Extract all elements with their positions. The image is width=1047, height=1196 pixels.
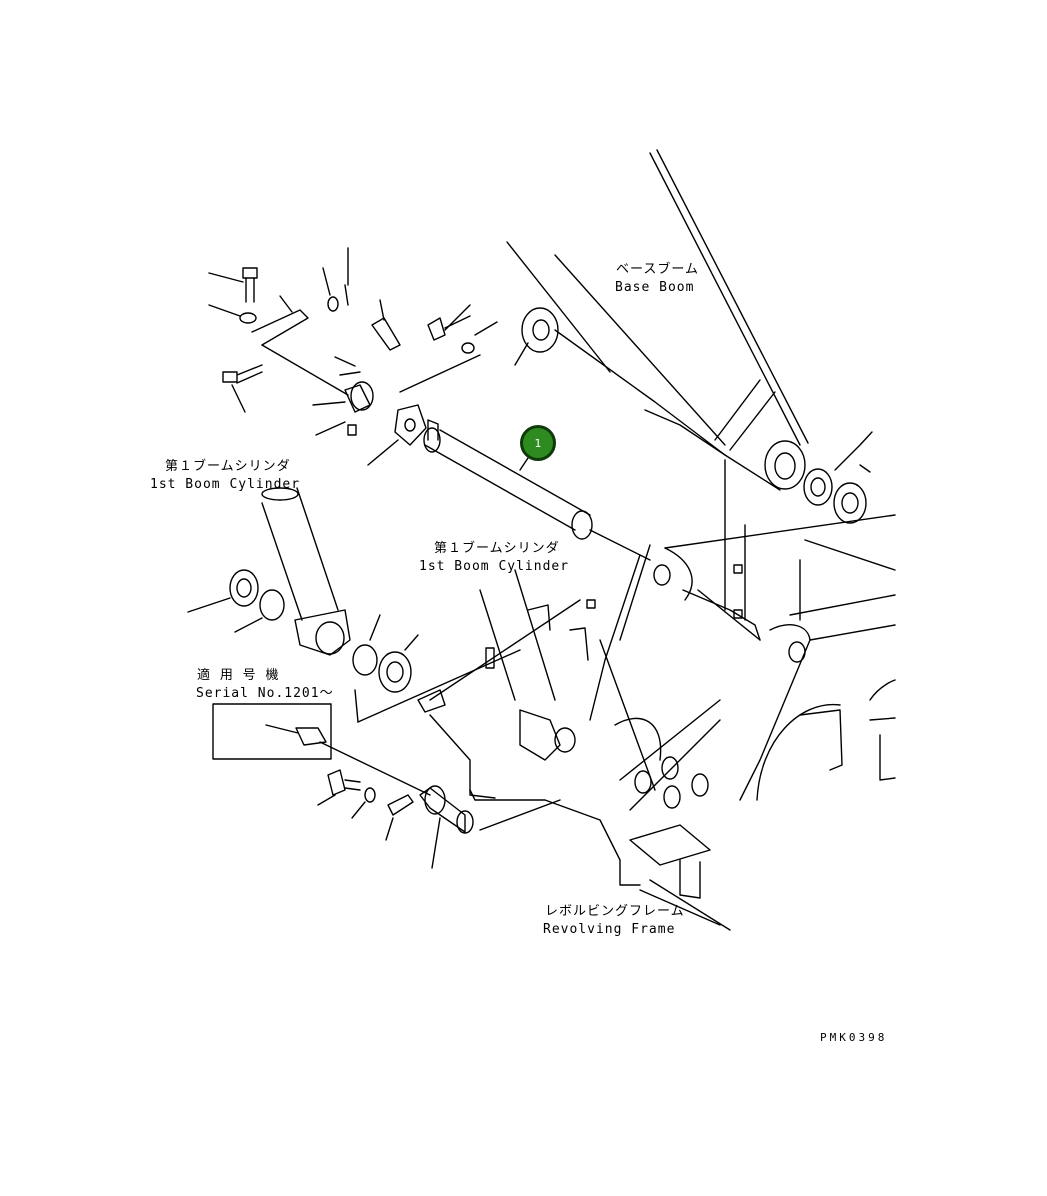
label-frame-en: Revolving Frame <box>543 922 676 937</box>
drawing-code: PMK0398 <box>820 1031 888 1044</box>
label-base-boom-en: Base Boom <box>615 280 695 295</box>
label-frame-jp: レボルビングフレーム <box>545 904 685 919</box>
revolving-frame-drawing <box>417 514 896 931</box>
base-boom-drawing <box>506 149 873 611</box>
serial-box <box>212 703 431 796</box>
callout-part-1[interactable]: 1 <box>520 425 556 461</box>
label-cyl-center-en: 1st Boom Cylinder <box>419 559 570 574</box>
label-cyl-left-en: 1st Boom Cylinder <box>150 477 301 492</box>
pin-part-1 <box>423 419 651 561</box>
callout-number: 1 <box>534 436 542 450</box>
left-boom-cylinder <box>187 487 521 723</box>
label-serial-en: Serial No.1201～ <box>196 686 334 701</box>
label-serial-jp: 適 用 号 機 <box>197 668 280 683</box>
label-cyl-left-jp: 第１ブームシリンダ <box>165 459 291 474</box>
hardware-group-top <box>208 247 498 466</box>
label-base-boom-jp: ベースブーム <box>616 262 699 277</box>
label-cyl-center-jp: 第１ブームシリンダ <box>434 541 560 556</box>
hardware-group-bottom <box>317 769 474 869</box>
